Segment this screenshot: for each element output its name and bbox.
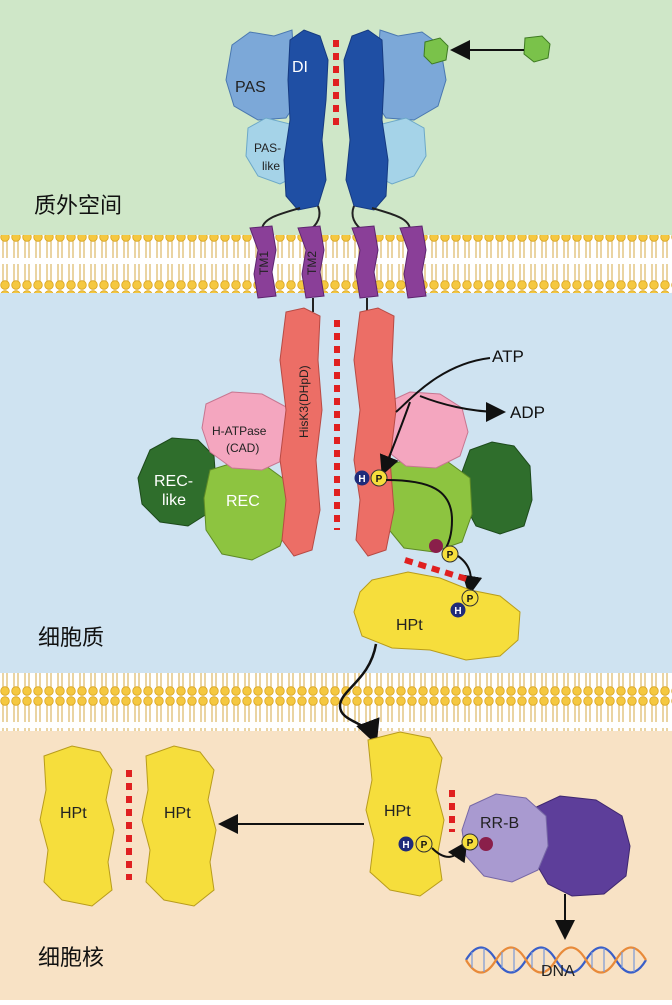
dna-label: DNA — [541, 963, 575, 980]
phosphate-dot-kinase — [370, 469, 388, 487]
rec-like-label-line2: like — [162, 492, 186, 509]
hisk-domain-left — [279, 307, 323, 557]
rec-like-label-line1: REC- — [154, 473, 193, 490]
rec-hpt-interface — [404, 557, 471, 583]
hisk-label: HisK3(DHpD) — [297, 365, 311, 438]
aspartate-dot-rec — [429, 539, 443, 553]
tm1-helix-right — [399, 225, 427, 299]
phosphate-label-kinase: P — [376, 474, 383, 485]
aspartate-dot-rrb — [479, 837, 493, 851]
histidine-dot-kinase — [354, 470, 370, 486]
tm1-label: TM1 — [257, 251, 271, 275]
phosphorylation-arrow — [379, 401, 411, 476]
plasma-membrane — [0, 235, 672, 293]
histidine-label-hpt-nuc: H — [402, 840, 409, 851]
rec-domain-right — [381, 457, 473, 553]
hpt-cytoplasm-label: HPt — [396, 617, 423, 634]
nuclear-import-arrow — [338, 643, 380, 746]
histidine-label-hpt-cyto: H — [454, 606, 461, 617]
ligand-free — [523, 35, 551, 63]
di-label: DI — [292, 59, 308, 76]
di-domain-left — [283, 29, 329, 211]
tm1-helix-left — [249, 225, 277, 299]
nucleus-label: 细胞核 — [38, 946, 104, 971]
hisk-domain-right — [353, 307, 397, 557]
pas-label: PAS — [235, 79, 266, 96]
hpt-dimer-a — [39, 745, 115, 907]
histidine-label-kinase: H — [358, 474, 365, 485]
hpt-dimer-a-label: HPt — [60, 805, 87, 822]
phosphate-dot-rec — [441, 545, 459, 563]
tm2-helix-right — [351, 225, 379, 299]
extracellular-label: 质外空间 — [34, 194, 122, 219]
phosphate-dot-hpt-cyto — [461, 589, 479, 607]
pas-domain-left — [225, 29, 299, 121]
transfer-to-rrb-arrow — [431, 841, 468, 864]
hpt-nucleus-label: HPt — [384, 803, 411, 820]
rec-label: REC — [226, 493, 260, 510]
tm2-helix-left — [297, 225, 325, 299]
dna-helix — [465, 946, 647, 974]
rr-b-label: RR-B — [480, 815, 519, 832]
h-atpase-label-line1: H-ATPase — [212, 424, 267, 438]
adp-label: ADP — [510, 403, 545, 422]
rec-domain-left — [203, 461, 291, 561]
nuclear-membrane — [0, 673, 672, 731]
cytoplasm-label: 细胞质 — [38, 626, 104, 651]
h-atpase-label-line2: (CAD) — [226, 441, 259, 455]
transfer-to-hpt-arrow — [457, 555, 483, 596]
histidine-dot-hpt-cyto — [450, 602, 466, 618]
hpt-dimer-b — [141, 745, 217, 907]
tm2-label: TM2 — [305, 251, 319, 275]
pas-like-label-line2: like — [262, 159, 280, 173]
phosphate-label-rec: P — [447, 550, 454, 561]
ligand-bound — [423, 37, 449, 65]
di-domain-right — [343, 29, 389, 211]
adp-release-arrow — [419, 395, 506, 422]
phosphate-dot-rrb — [461, 833, 479, 851]
hpt-cytoplasm — [353, 571, 521, 661]
transfer-to-rec-path — [385, 479, 454, 549]
phosphate-dot-hpt-nuc — [415, 835, 433, 853]
rec-like-domain-right — [461, 441, 533, 535]
phosphate-label-rrb: P — [467, 838, 474, 849]
atp-label: ATP — [492, 347, 524, 366]
atp-path — [395, 357, 491, 413]
histidine-dot-hpt-nuc — [398, 836, 414, 852]
hpt-nucleus — [365, 731, 445, 897]
phosphate-label-hpt-cyto: P — [467, 594, 474, 605]
phosphate-label-hpt-nuc: P — [421, 840, 428, 851]
hpt-dimer-b-label: HPt — [164, 805, 191, 822]
extracellular-region — [0, 0, 672, 235]
pas-like-label-line1: PAS- — [254, 141, 281, 155]
